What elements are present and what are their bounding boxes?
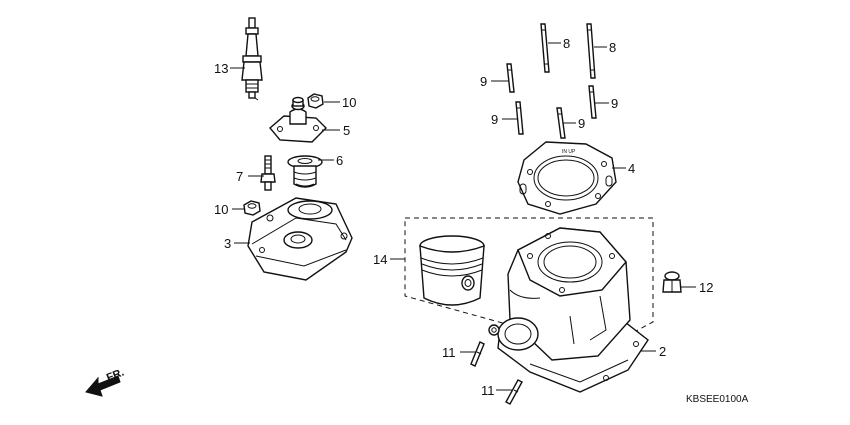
head-gasket: IN UP: [517, 141, 617, 215]
callout-piston: 14: [373, 252, 387, 267]
callout-bolt: 7: [236, 169, 243, 184]
thermostat: [287, 155, 323, 188]
callout-nut-upper: 10: [342, 95, 356, 110]
piston: [419, 235, 485, 306]
callout-stud-bolt-short-c: 9: [578, 116, 585, 131]
leader-lines: [230, 42, 696, 391]
callout-stud-bolt-long-left: 8: [563, 36, 570, 51]
callout-stud-bolt-short-d: 9: [611, 96, 618, 111]
callout-stud-bolt-long-right: 8: [609, 40, 616, 55]
diagram-code: KBSEE0100A: [686, 394, 749, 405]
cylinder-block: [488, 227, 649, 393]
callout-cap-nut: 12: [699, 280, 713, 295]
nut-lower: [243, 200, 261, 216]
stud-bolt-long-left: [540, 23, 550, 73]
callout-nut-lower: 10: [214, 202, 228, 217]
front-marker: FR.: [105, 366, 126, 384]
stud-bolt-base-b: [505, 379, 523, 405]
callout-thermostat-cover: 5: [343, 123, 350, 138]
gasket-marking: IN UP: [562, 149, 576, 155]
stud-bolt-short-c: [556, 107, 566, 139]
callout-stud-bolt-short-a: 9: [480, 74, 487, 89]
callout-stud-bolt-base-a: 11: [442, 345, 456, 360]
cylinder-head: [247, 197, 353, 281]
callout-labels: 13 10 5 6 7 10 3 14 8 8 9 9 9 9 4 12 2 1…: [214, 36, 713, 398]
spark-plug: [241, 17, 263, 101]
front-direction-arrow: FR.: [85, 366, 126, 397]
stud-bolt-short-a: [506, 63, 515, 93]
callout-head-gasket: 4: [628, 161, 635, 176]
thermostat-cover: [269, 96, 327, 143]
callout-stud-bolt-base-b: 11: [481, 383, 495, 398]
cap-nut: [662, 271, 682, 293]
callout-stud-bolt-short-b: 9: [491, 112, 498, 127]
stud-bolt-short-d: [588, 85, 597, 119]
bolt: [260, 155, 276, 191]
nut-upper: [307, 93, 324, 109]
callout-cylinder-head: 3: [224, 236, 231, 251]
stud-bolt-short-b: [515, 101, 524, 135]
stud-bolt-long-right: [586, 23, 596, 79]
stud-bolt-base-a: [470, 341, 485, 367]
callout-thermostat: 6: [336, 153, 343, 168]
callout-cylinder-block: 2: [659, 344, 666, 359]
callout-spark-plug: 13: [214, 61, 228, 76]
